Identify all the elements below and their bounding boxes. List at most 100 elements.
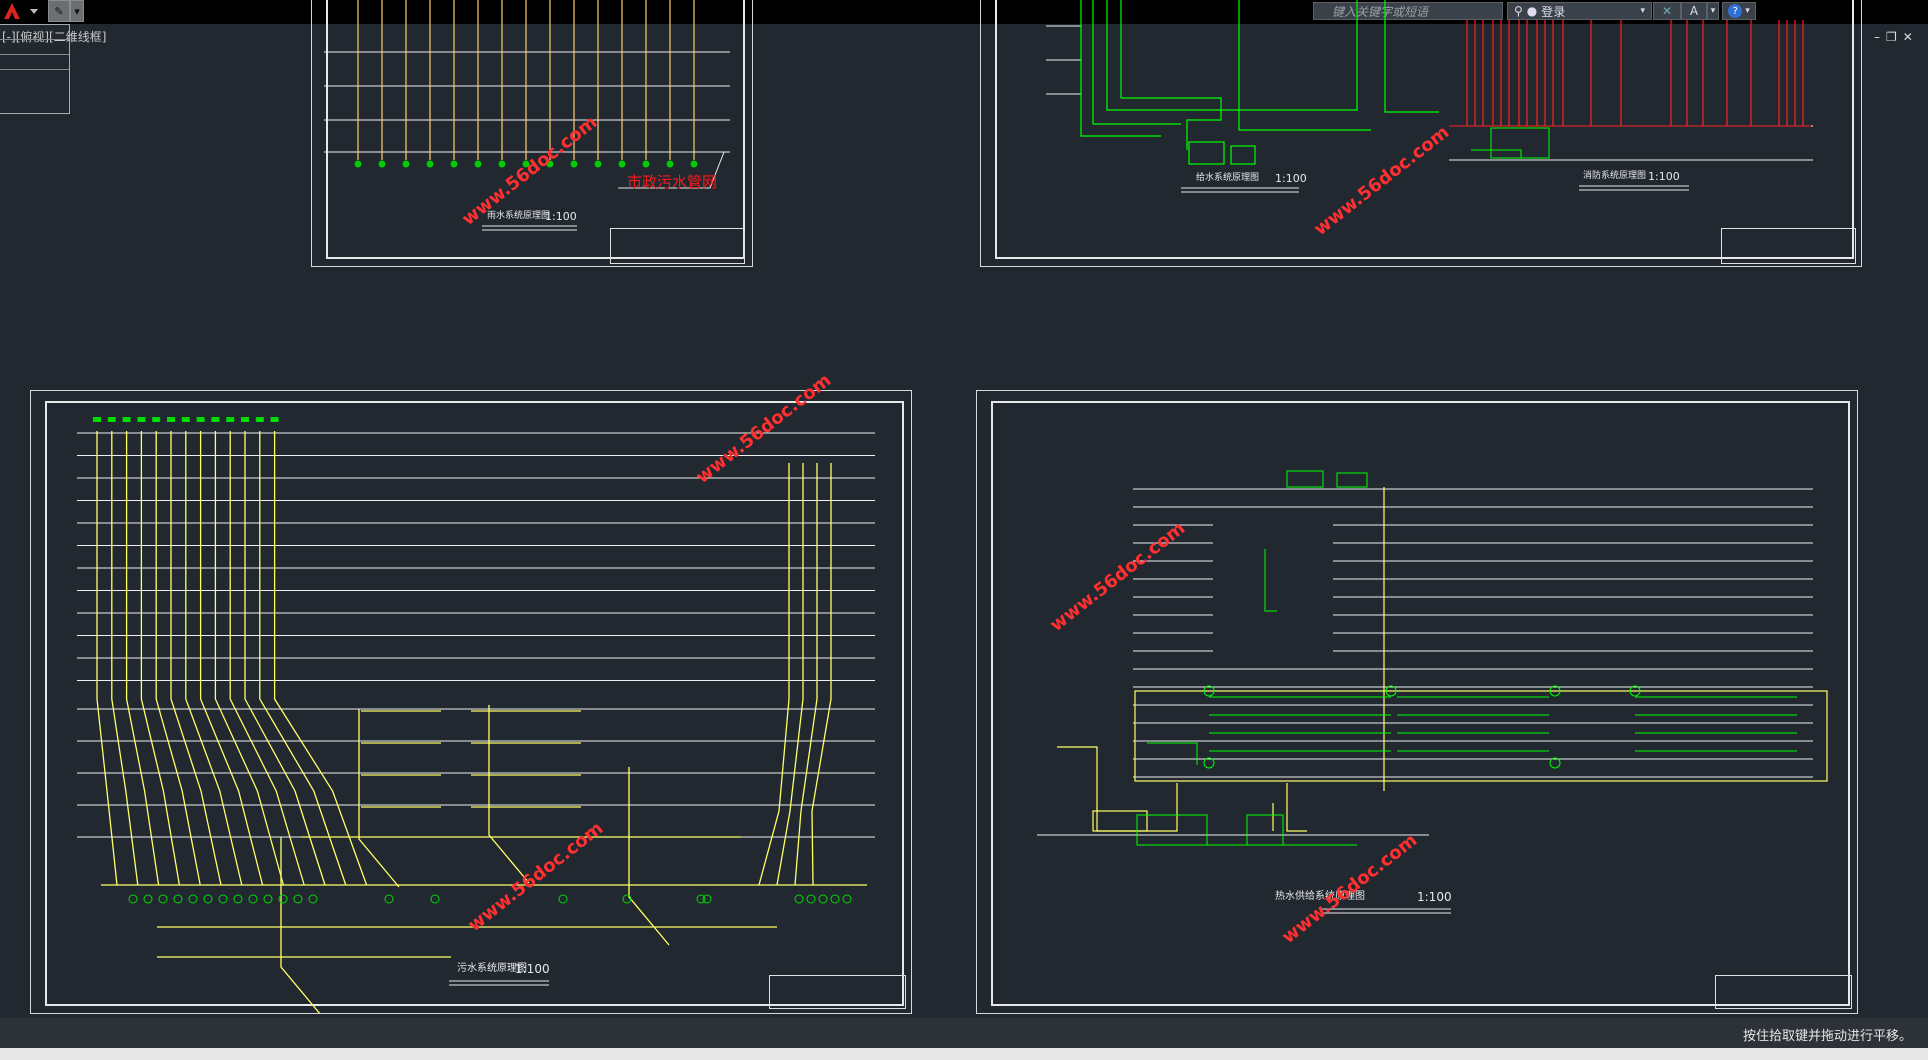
- a360-icon[interactable]: A: [1681, 2, 1707, 20]
- supply-title: 给水系统原理图: [1196, 171, 1259, 183]
- rain-system-sheet: 市政污水管网 雨水系统原理图 1:100: [311, 0, 753, 267]
- sewage-riser: [758, 463, 790, 886]
- rain-node: [378, 160, 386, 168]
- riser-node: [248, 894, 258, 904]
- login-label[interactable]: 登录: [1541, 4, 1566, 19]
- hot-water-system-sheet: 热水供给系统原理图 1:100: [976, 390, 1858, 1014]
- rain-node: [450, 160, 458, 168]
- riser-node: [702, 894, 712, 904]
- viewport-label[interactable]: [-][俯视][二维线框]: [2, 30, 107, 44]
- sewage-riser: [229, 431, 305, 886]
- riser-tag: [196, 417, 205, 422]
- riser-node: [622, 894, 632, 904]
- riser-tag: [167, 417, 175, 422]
- riser-node: [308, 894, 318, 904]
- riser-tag: [137, 417, 146, 422]
- rain-node: [642, 160, 650, 168]
- fire-scale: 1:100: [1648, 170, 1680, 183]
- customize-dropdown-icon[interactable]: ▾: [70, 0, 84, 22]
- riser-node: [794, 894, 804, 904]
- riser-node: [384, 894, 394, 904]
- hotwater-scale: 1:100: [1417, 890, 1452, 904]
- sewage-riser: [214, 431, 285, 886]
- supply-scale: 1:100: [1275, 172, 1307, 185]
- user-login-group[interactable]: ⚲ ● 登录 ▾: [1507, 2, 1652, 20]
- help-dropdown-icon[interactable]: ▾: [1745, 6, 1750, 16]
- sewage-riser: [125, 431, 160, 886]
- minimize-icon[interactable]: –: [1874, 30, 1886, 44]
- sheet-inner-border: [991, 401, 1850, 1006]
- sewage-riser: [140, 431, 181, 886]
- sewage-title: 污水系统原理图: [457, 961, 527, 974]
- riser-node: [203, 894, 213, 904]
- app-menu-button[interactable]: [0, 0, 44, 22]
- rain-node: [474, 160, 482, 168]
- rain-node: [354, 160, 362, 168]
- riser-node: [263, 894, 273, 904]
- tool-palette-fragment: [0, 24, 70, 114]
- valve-node: [1203, 685, 1215, 697]
- riser-node: [173, 894, 183, 904]
- title-block: [1715, 975, 1852, 1009]
- sewage-system-drawing: 污水系统原理图 1:100: [77, 417, 875, 1013]
- sheet-inner-border: [45, 401, 904, 1006]
- riser-tag: [107, 417, 116, 422]
- restore-icon[interactable]: ❐: [1886, 30, 1903, 44]
- binoculars-icon[interactable]: ⚲: [1514, 4, 1523, 18]
- rain-node: [402, 160, 410, 168]
- riser-node: [558, 894, 568, 904]
- riser-tag: [255, 417, 264, 422]
- command-line-bar[interactable]: [0, 1018, 1928, 1048]
- riser-node: [128, 894, 138, 904]
- rain-node: [666, 160, 674, 168]
- sewage-riser: [170, 431, 222, 886]
- riser-node: [218, 894, 228, 904]
- riser-tag: [122, 417, 131, 422]
- workspace-icon[interactable]: ✎: [48, 0, 70, 22]
- rain-node: [426, 160, 434, 168]
- help-icon: ?: [1728, 4, 1743, 18]
- help-button[interactable]: ? ▾: [1722, 2, 1756, 20]
- riser-node: [293, 894, 303, 904]
- rain-node: [690, 160, 698, 168]
- sewage-riser: [259, 431, 347, 886]
- sewage-system-sheet: 污水系统原理图 1:100: [30, 390, 912, 1014]
- exchange-icon[interactable]: ✕: [1653, 2, 1681, 20]
- rain-title: 雨水系统原理图: [487, 209, 550, 221]
- a360-dropdown-icon[interactable]: ▾: [1707, 2, 1719, 20]
- sheet-inner-border: [326, 0, 745, 259]
- login-dropdown-icon[interactable]: ▾: [1640, 6, 1645, 16]
- close-icon[interactable]: ✕: [1902, 30, 1919, 44]
- riser-node: [842, 894, 852, 904]
- search-input[interactable]: 键入关键字或短语: [1313, 2, 1503, 20]
- sewage-riser: [96, 431, 118, 886]
- supply-fire-sheet: 给水系统原理图 1:100 消防系统原理图 1:100: [980, 0, 1862, 267]
- hot-water-system-drawing: 热水供给系统原理图 1:100: [1037, 470, 1828, 914]
- rain-node: [546, 160, 554, 168]
- window-bottom-edge: [0, 1048, 1928, 1060]
- riser-node: [278, 894, 288, 904]
- quick-access-toolbar: ✎ ▾: [0, 0, 84, 22]
- sewage-riser: [199, 431, 264, 886]
- status-prompt: 按住拾取键并拖动进行平移。: [1742, 1029, 1912, 1044]
- riser-node: [696, 894, 706, 904]
- sewage-branch: [488, 705, 530, 884]
- riser-tag: [93, 417, 101, 422]
- riser-node: [158, 894, 168, 904]
- sewage-riser: [185, 431, 243, 886]
- title-block: [1721, 228, 1856, 264]
- sewage-riser: [794, 463, 818, 886]
- riser-node: [830, 894, 840, 904]
- riser-node: [430, 894, 440, 904]
- viewport-window-controls[interactable]: –❐✕: [1874, 30, 1919, 44]
- riser-node: [233, 894, 243, 904]
- title-block: [769, 975, 906, 1009]
- riser-tag: [241, 417, 249, 422]
- sewage-riser: [273, 431, 368, 886]
- valve-node: [1203, 757, 1215, 769]
- rain-system-drawing: 市政污水管网 雨水系统原理图 1:100: [324, 0, 730, 231]
- rain-node: [570, 160, 578, 168]
- riser-tag: [181, 417, 190, 422]
- riser-tag: [211, 417, 220, 422]
- valve-node: [1549, 685, 1561, 697]
